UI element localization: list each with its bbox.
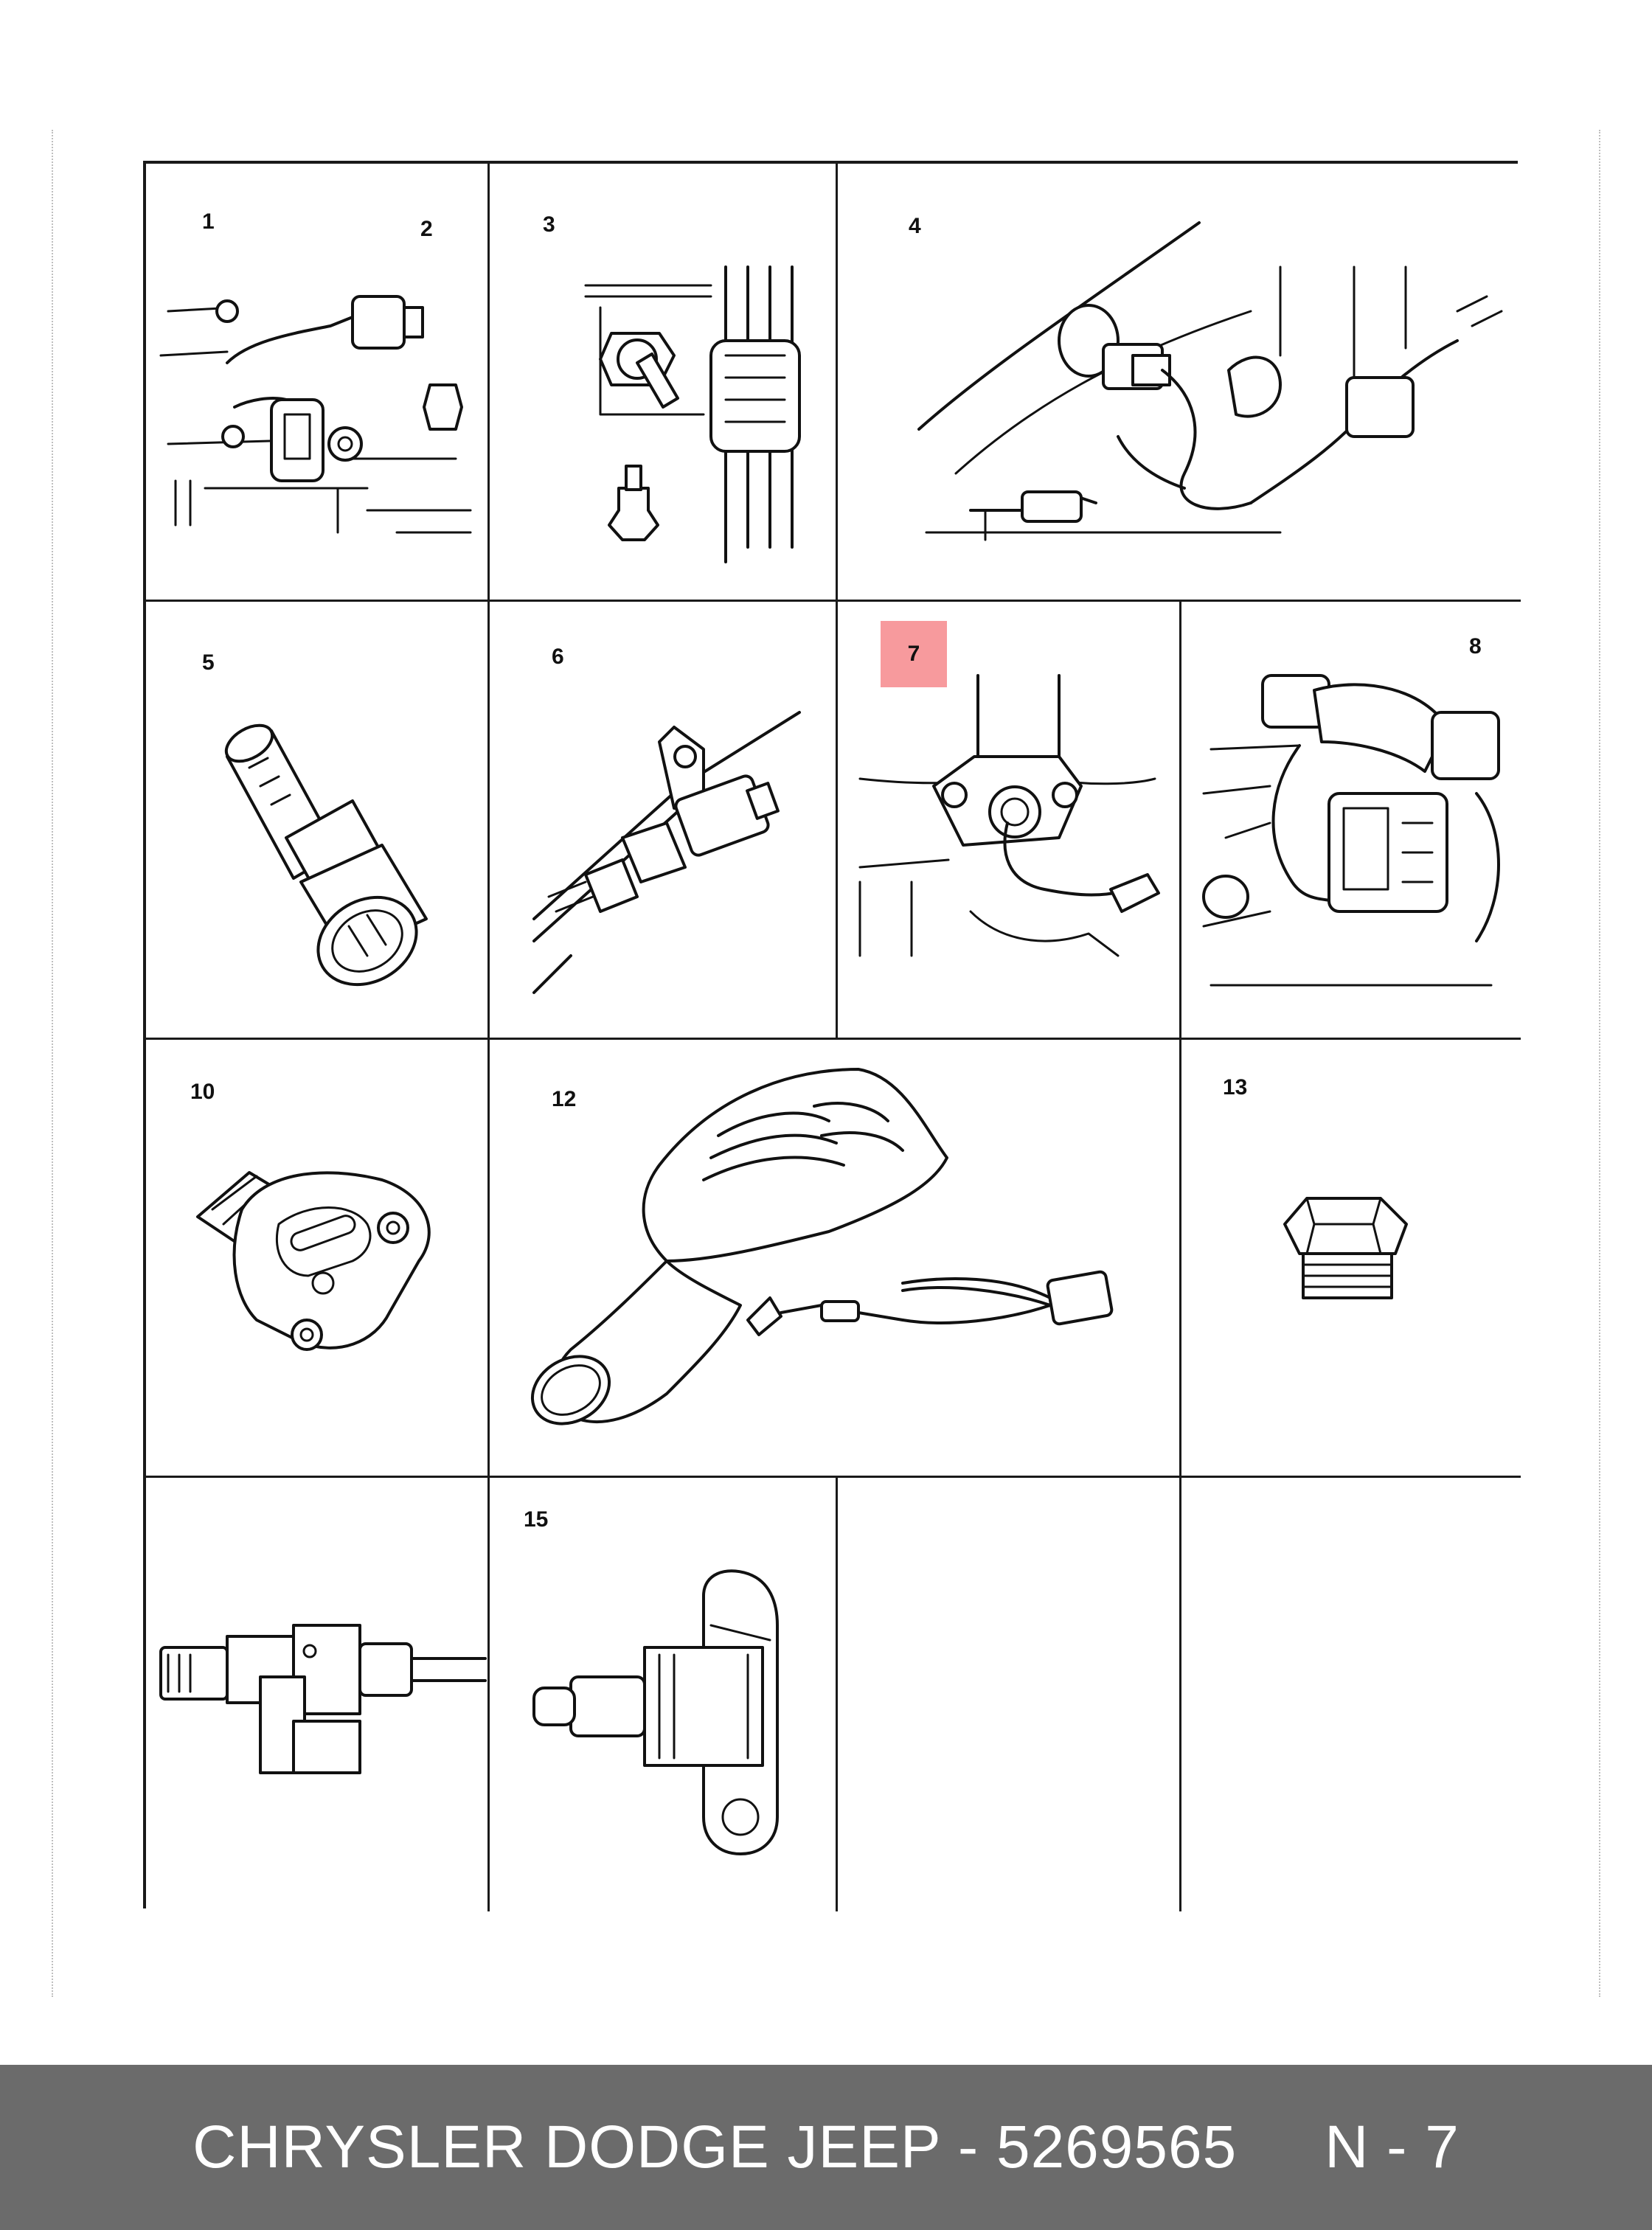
sensor-illustration-4 — [917, 221, 1503, 541]
cell-empty-16[interactable] — [838, 1478, 1181, 1911]
part-number-label: 12 — [552, 1087, 577, 1111]
part-number-badge: 7 — [881, 621, 947, 687]
sensor-illustration-6 — [532, 711, 801, 994]
footer-banner: CHRYSLER DODGE JEEP - 5269565 N - 7 — [0, 2065, 1652, 2230]
part-number-label: 4 — [909, 214, 921, 238]
part-number-label: 8 — [1469, 634, 1482, 659]
part-number-label: 13 — [1223, 1075, 1248, 1100]
page-edge-left — [52, 130, 53, 1997]
cell-part-5[interactable]: 5 — [146, 602, 490, 1040]
sensor-illustration-5 — [224, 723, 428, 987]
sensor-illustration-12 — [530, 1068, 1114, 1425]
part-number-label: 7 — [907, 642, 920, 666]
part-number-label: 6 — [552, 645, 564, 669]
cell-part-8[interactable]: 8 — [1181, 602, 1521, 1040]
part-number-label: 3 — [543, 212, 555, 237]
part-number-label: 1 — [202, 209, 215, 234]
cell-part-3[interactable]: 3 — [490, 164, 838, 602]
sensor-illustration-7 — [858, 674, 1160, 957]
part-number-label: 10 — [190, 1080, 215, 1104]
cell-empty-17[interactable] — [1181, 1478, 1521, 1911]
parts-diagram-grid: 1 2 3 — [143, 161, 1521, 1911]
part-number-label: 5 — [202, 650, 215, 675]
cell-part-13[interactable]: 13 — [1181, 1040, 1521, 1478]
cell-part-10[interactable]: 10 — [146, 1040, 490, 1478]
sensor-illustration-10 — [196, 1171, 431, 1351]
cell-part-14[interactable] — [146, 1478, 490, 1911]
cell-part-1-2[interactable]: 1 2 — [146, 164, 490, 602]
page-edge-right — [1599, 130, 1600, 1997]
sensor-illustration-15 — [532, 1569, 779, 1855]
cell-part-7[interactable]: 7 — [838, 602, 1181, 1040]
cell-part-15[interactable]: 15 — [490, 1478, 838, 1911]
sensor-illustration-1 — [159, 295, 472, 534]
cell-part-6[interactable]: 6 — [490, 602, 838, 1040]
part-number-label: 15 — [524, 1507, 549, 1532]
sensor-illustration-8 — [1202, 674, 1500, 987]
part-number-label: 2 — [420, 217, 433, 241]
cell-part-4[interactable]: 4 — [838, 164, 1521, 602]
sensor-illustration-13 — [1283, 1197, 1408, 1299]
footer-caption: CHRYSLER DODGE JEEP - 5269565 N - 7 — [192, 2113, 1460, 2181]
sensor-illustration-3 — [584, 265, 801, 563]
cell-part-12[interactable]: 12 — [490, 1040, 1181, 1478]
sensor-illustration-14 — [159, 1624, 487, 1774]
